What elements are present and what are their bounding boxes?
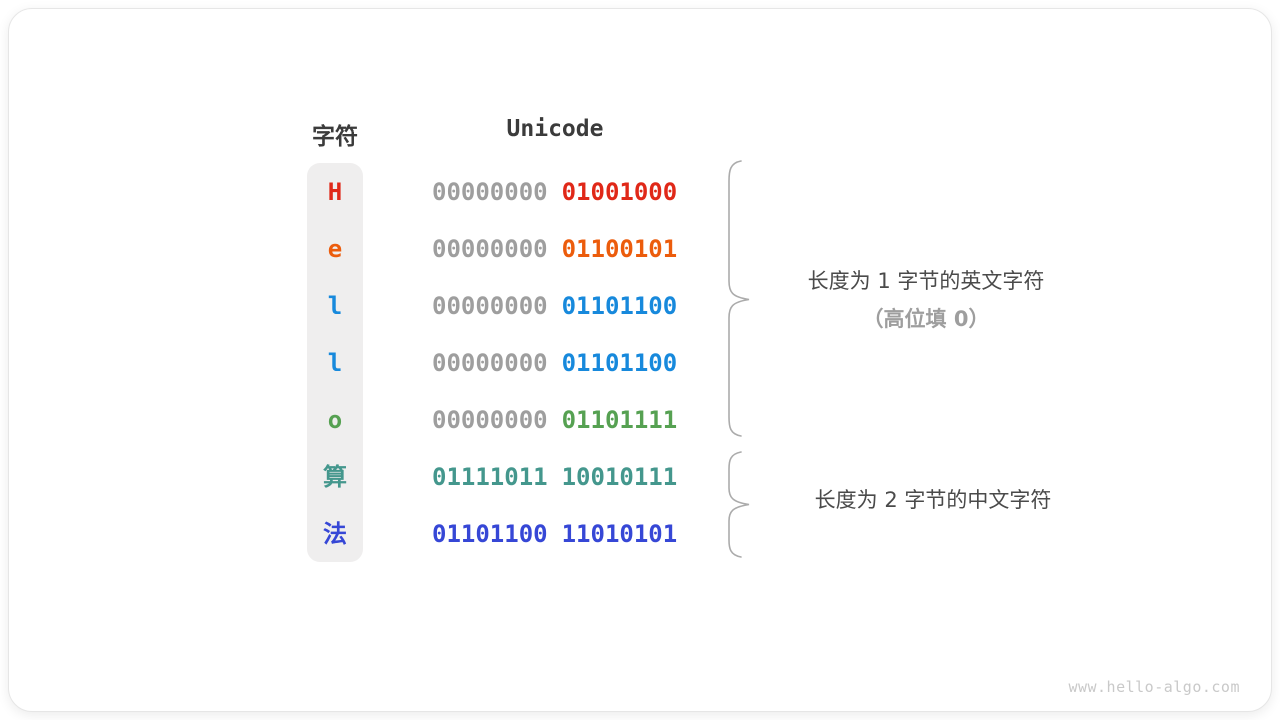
high-byte: 00000000 <box>432 177 548 206</box>
high-byte: 00000000 <box>432 291 548 320</box>
annotation-2byte-line1: 长度为 2 字节的中文字符 <box>814 488 1052 512</box>
low-byte: 01100101 <box>561 234 678 263</box>
high-byte: 00000000 <box>432 234 548 263</box>
character-cell: l <box>327 291 343 320</box>
low-byte: 01101100 <box>561 291 678 320</box>
unicode-binary-cell: 01111011 10010111 <box>432 465 677 489</box>
character-column-background <box>307 163 363 562</box>
table-row: o 00000000 01101111 <box>0 391 760 448</box>
annotation-1byte-line1: 长度为 1 字节的英文字符 <box>807 269 1045 293</box>
unicode-binary-cell: 00000000 01001000 <box>432 180 677 204</box>
high-byte: 00000000 <box>432 348 548 377</box>
unicode-binary-cell: 00000000 01101111 <box>432 408 677 432</box>
unicode-binary-cell: 01101100 11010101 <box>432 522 677 546</box>
table-row: l 00000000 01101100 <box>0 277 760 334</box>
low-byte: 01101111 <box>561 405 678 434</box>
unicode-binary-cell: 00000000 01101100 <box>432 351 677 375</box>
character-cell: H <box>327 177 343 206</box>
unicode-binary-cell: 00000000 01100101 <box>432 237 677 261</box>
low-byte: 01001000 <box>561 177 678 206</box>
table-row: 算 01111011 10010111 <box>0 448 760 505</box>
annotation-1byte: 长度为 1 字节的英文字符 （高位填 0） <box>756 262 1096 338</box>
low-byte: 11010101 <box>561 519 678 548</box>
table-row: 法 01101100 11010101 <box>0 505 760 562</box>
annotation-1byte-line2: （高位填 0） <box>862 307 990 331</box>
high-byte: 01111011 <box>432 462 548 491</box>
column-header-unicode: Unicode <box>506 116 604 142</box>
high-byte: 00000000 <box>432 405 548 434</box>
annotation-2byte: 长度为 2 字节的中文字符 <box>763 481 1103 519</box>
high-byte: 01101100 <box>432 519 548 548</box>
table-row: l 00000000 01101100 <box>0 334 760 391</box>
table-row: H 00000000 01001000 <box>0 163 760 220</box>
encoding-rows: H 00000000 01001000 e 00000000 01100101 l 00000… <box>0 163 760 562</box>
watermark: www.hello-algo.com <box>1068 678 1240 696</box>
column-header-char: 字符 <box>312 124 358 150</box>
low-byte: 10010111 <box>561 462 678 491</box>
table-row: e 00000000 01100101 <box>0 220 760 277</box>
unicode-binary-cell: 00000000 01101100 <box>432 294 677 318</box>
character-cell: 法 <box>323 519 347 548</box>
character-cell: 算 <box>323 462 347 491</box>
character-cell: l <box>327 348 343 377</box>
low-byte: 01101100 <box>561 348 678 377</box>
character-cell: e <box>327 234 343 263</box>
diagram-card <box>8 8 1272 712</box>
character-cell: o <box>327 405 343 434</box>
